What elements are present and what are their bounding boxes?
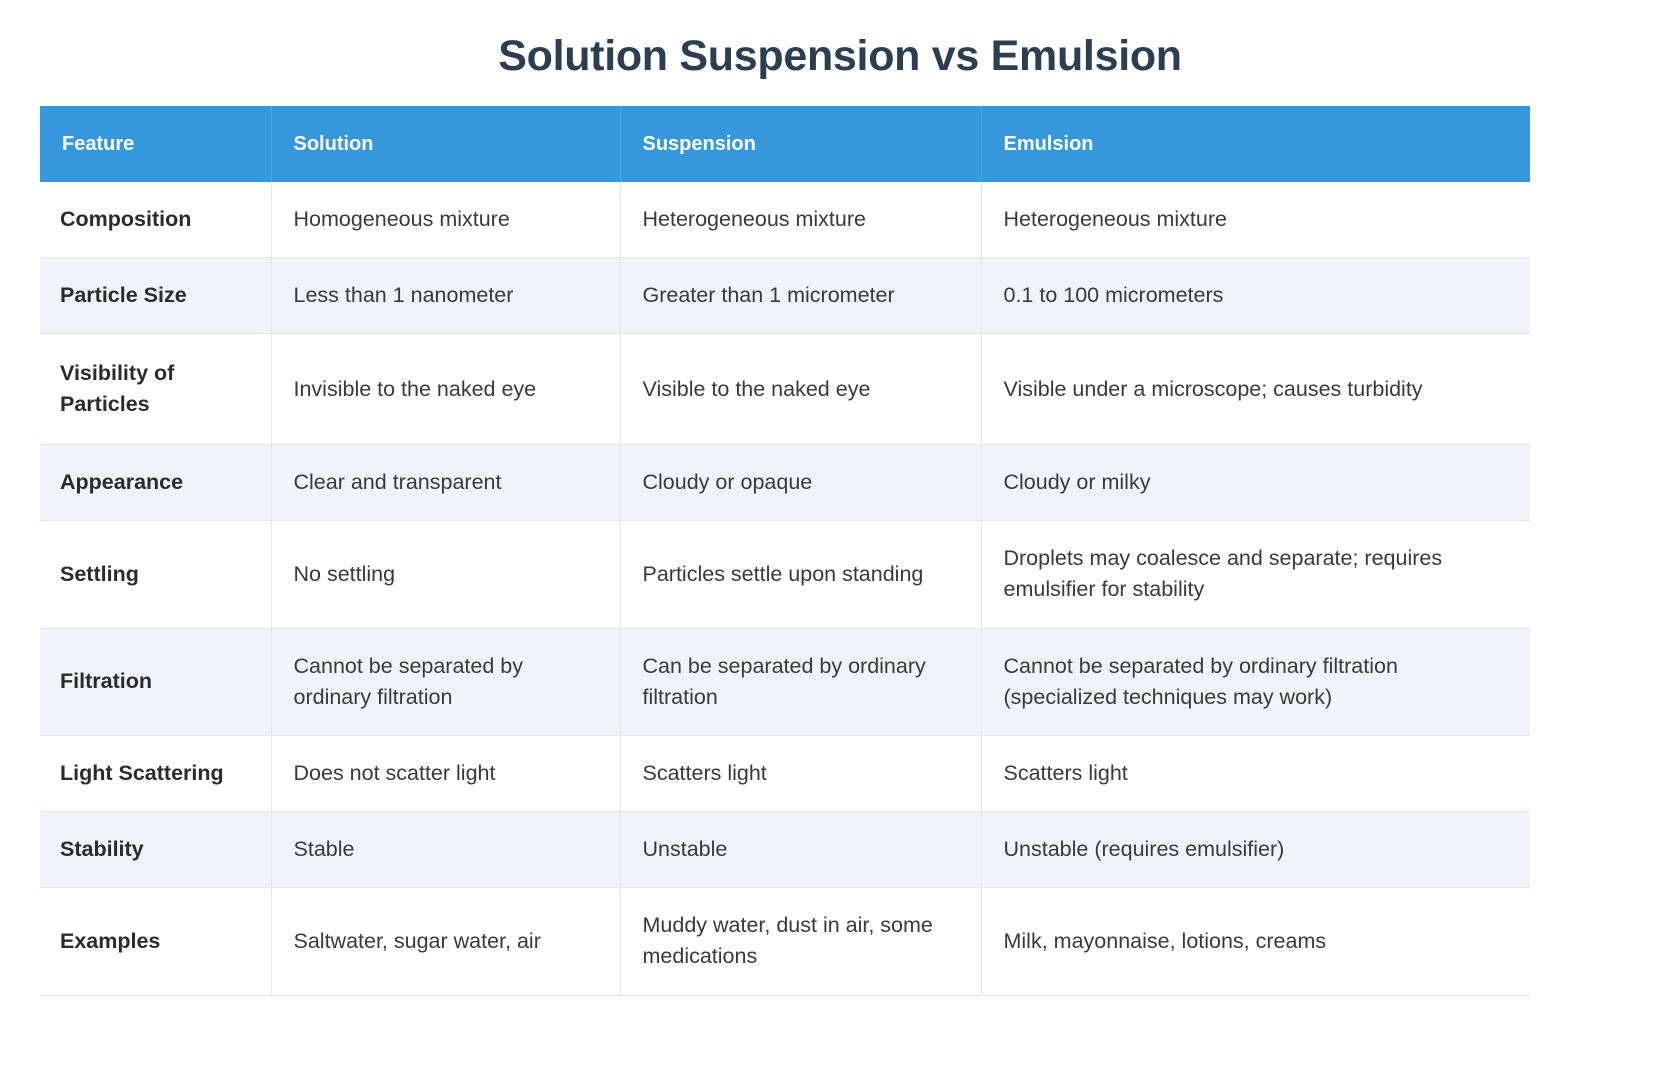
column-header-feature: Feature — [40, 105, 272, 182]
table-row: Visibility of Particles Invisible to the… — [40, 333, 1530, 446]
table-row: Particle Size Less than 1 nanometer Grea… — [40, 257, 1530, 335]
cell-suspension: Visible to the naked eye — [620, 333, 982, 446]
row-feature-label: Appearance — [40, 444, 272, 522]
row-feature-label: Particle Size — [40, 257, 272, 335]
cell-emulsion: Milk, mayonnaise, lotions, creams — [981, 887, 1530, 996]
cell-solution: Stable — [271, 811, 621, 889]
cell-suspension: Cloudy or opaque — [620, 444, 982, 522]
cell-emulsion: Scatters light — [981, 735, 1530, 813]
cell-emulsion: 0.1 to 100 micrometers — [981, 257, 1530, 335]
cell-suspension: Unstable — [620, 811, 982, 889]
row-feature-label: Light Scattering — [40, 735, 272, 813]
cell-solution: Invisible to the naked eye — [271, 333, 621, 446]
column-header-suspension: Suspension — [620, 105, 982, 182]
row-feature-label: Filtration — [40, 628, 272, 736]
row-feature-label: Settling — [40, 520, 272, 629]
cell-suspension: Can be separated by ordinary filtration — [620, 628, 982, 736]
cell-emulsion: Cannot be separated by ordinary filtrati… — [981, 628, 1530, 736]
comparison-table: Feature Solution Suspension Emulsion Com… — [40, 105, 1530, 996]
cell-solution: Homogeneous mixture — [271, 181, 621, 258]
cell-solution: Saltwater, sugar water, air — [271, 887, 621, 996]
row-feature-label: Examples — [40, 887, 272, 996]
table-header-row: Feature Solution Suspension Emulsion — [40, 105, 1530, 182]
cell-solution: No settling — [271, 520, 621, 629]
row-feature-label: Stability — [40, 811, 272, 889]
comparison-table-container: Feature Solution Suspension Emulsion Com… — [40, 105, 1530, 996]
cell-suspension: Heterogeneous mixture — [620, 181, 982, 258]
cell-solution: Clear and transparent — [271, 444, 621, 522]
table-header: Feature Solution Suspension Emulsion — [40, 105, 1530, 182]
cell-emulsion: Heterogeneous mixture — [981, 181, 1530, 258]
table-row: Settling No settling Particles settle up… — [40, 520, 1530, 629]
cell-emulsion: Droplets may coalesce and separate; requ… — [981, 520, 1530, 629]
cell-solution: Does not scatter light — [271, 735, 621, 813]
table-body: Composition Homogeneous mixture Heteroge… — [40, 181, 1530, 996]
table-row: Appearance Clear and transparent Cloudy … — [40, 444, 1530, 522]
cell-emulsion: Unstable (requires emulsifier) — [981, 811, 1530, 889]
table-row: Light Scattering Does not scatter light … — [40, 735, 1530, 813]
cell-emulsion: Visible under a microscope; causes turbi… — [981, 333, 1530, 446]
cell-suspension: Scatters light — [620, 735, 982, 813]
row-feature-label: Visibility of Particles — [40, 333, 272, 446]
table-row: Examples Saltwater, sugar water, air Mud… — [40, 887, 1530, 996]
cell-solution: Cannot be separated by ordinary filtrati… — [271, 628, 621, 736]
cell-suspension: Muddy water, dust in air, some medicatio… — [620, 887, 982, 996]
column-header-emulsion: Emulsion — [981, 105, 1530, 182]
page-title: Solution Suspension vs Emulsion — [498, 32, 1182, 80]
row-feature-label: Composition — [40, 181, 272, 258]
table-row: Composition Homogeneous mixture Heteroge… — [40, 181, 1530, 258]
table-row: Stability Stable Unstable Unstable (requ… — [40, 811, 1530, 889]
cell-solution: Less than 1 nanometer — [271, 257, 621, 335]
cell-suspension: Particles settle upon standing — [620, 520, 982, 629]
cell-suspension: Greater than 1 micrometer — [620, 257, 982, 335]
cell-emulsion: Cloudy or milky — [981, 444, 1530, 522]
column-header-solution: Solution — [271, 105, 621, 182]
table-row: Filtration Cannot be separated by ordina… — [40, 628, 1530, 736]
